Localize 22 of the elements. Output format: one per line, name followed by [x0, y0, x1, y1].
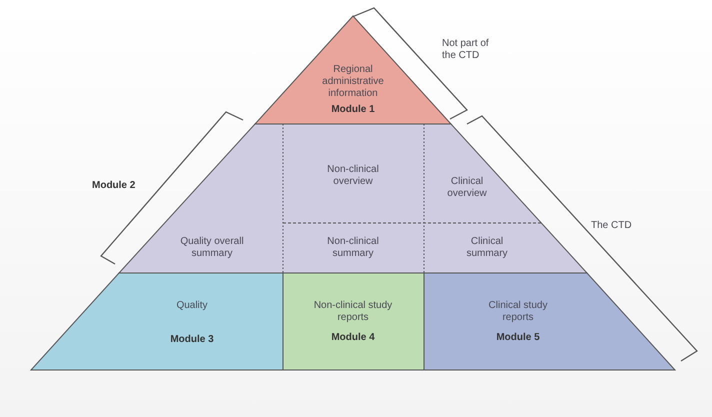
- section-label: Clinical summary: [465, 236, 509, 260]
- section-label: Non-clinical study reports: [312, 300, 394, 324]
- module-label: Module 1: [331, 104, 375, 116]
- pyramid-section: [283, 124, 424, 223]
- bracket-label: Not part of the CTD: [442, 38, 490, 62]
- module-label: Module 3: [170, 334, 214, 346]
- bracket-label: The CTD: [591, 220, 632, 232]
- section-label: Clinical overview: [446, 176, 488, 200]
- section-label: Quality overall summary: [179, 236, 245, 260]
- section-label: Non-clinical summary: [326, 236, 380, 260]
- section-label: Regional administrative information: [321, 64, 385, 100]
- module-label: Module 4: [331, 332, 375, 344]
- module-label: Module 5: [496, 332, 540, 344]
- section-label: Clinical study reports: [488, 300, 548, 324]
- pyramid-section: [283, 223, 424, 273]
- section-label: Non-clinical overview: [326, 164, 380, 188]
- bracket-label: Module 2: [92, 180, 136, 192]
- section-label: Quality: [176, 300, 208, 312]
- pyramid-section: [424, 273, 675, 370]
- pyramid-section: [31, 273, 283, 370]
- pyramid-section: [283, 273, 424, 370]
- pyramid-section: [424, 124, 541, 223]
